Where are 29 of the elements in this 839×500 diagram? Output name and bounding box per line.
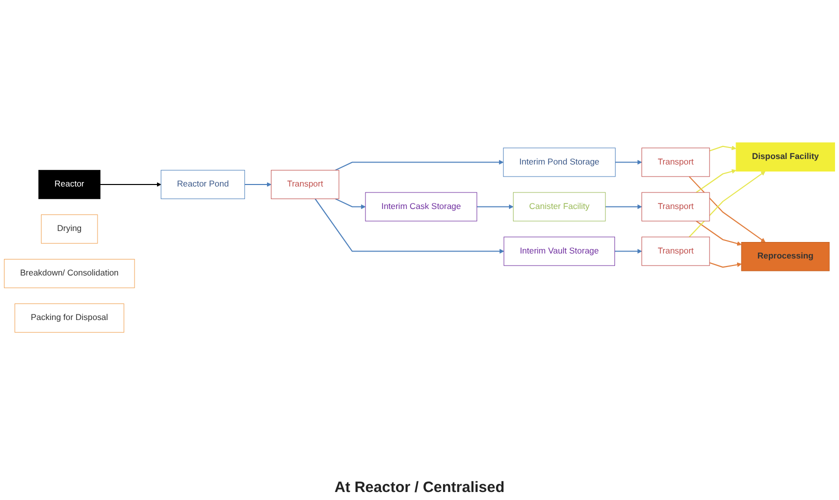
arrow <box>314 198 504 254</box>
arrow <box>476 204 514 210</box>
node-box: Transport <box>642 192 710 222</box>
node-box: Reactor <box>38 170 100 200</box>
arrow <box>709 262 742 268</box>
node-box: Reactor Pond <box>160 170 245 200</box>
arrow <box>709 146 736 152</box>
node-box: Drying <box>40 214 98 244</box>
node-box: Interim Vault Storage <box>504 236 615 266</box>
node-box: Interim Cask Storage <box>365 192 478 222</box>
node-box: Breakdown/ Consolidation <box>4 258 135 288</box>
node-box: Transport <box>642 236 710 266</box>
arrow <box>696 220 742 246</box>
node-box: Transport <box>642 148 710 177</box>
node-box: Reprocessing <box>741 242 830 272</box>
arrow <box>244 182 272 187</box>
node-box: Transport <box>270 170 340 200</box>
arrow <box>335 160 504 171</box>
arrow <box>696 169 736 193</box>
arrow <box>605 204 642 210</box>
node-box: Packing for Disposal <box>14 303 124 333</box>
arrow <box>615 160 642 165</box>
node-box: Canister Facility <box>513 192 606 222</box>
node-box: Interim Pond Storage <box>503 148 616 177</box>
arrow <box>335 198 366 210</box>
arrow <box>100 182 162 187</box>
arrow <box>614 248 642 254</box>
note-text: At Reactor / Centralised <box>334 479 505 496</box>
node-box: Disposal Facility <box>736 142 836 172</box>
